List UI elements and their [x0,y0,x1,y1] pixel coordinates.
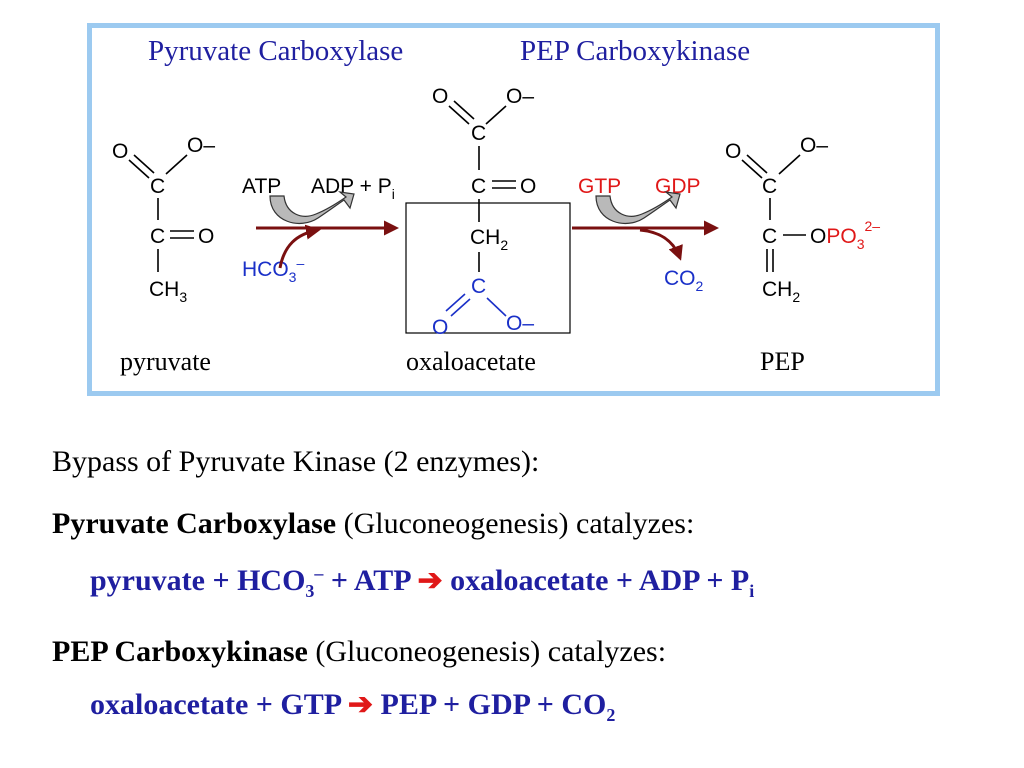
svg-text:C: C [762,175,777,198]
oxaloacetate-structure: O O– C C O CH2 C O O– [405,85,571,339]
scheme-frame [87,23,940,396]
caption-oxaloacetate: oxaloacetate [406,347,536,376]
caption-pyruvate: pyruvate [120,347,211,376]
hco3-label: HCO3– [242,255,304,285]
gtp-label: GTP [578,175,621,198]
svg-text:O: O [520,175,536,198]
pepck-rest: (Gluconeogenesis) catalyzes: [307,635,667,668]
co2-out-arrow [639,228,683,261]
svg-text:O: O [725,140,741,163]
heading: Bypass of Pyruvate Kinase (2 enzymes): [52,445,540,478]
svg-text:C: C [471,122,486,145]
svg-text:C: C [471,175,486,198]
co2-label: CO2 [664,267,704,294]
caption-pep: PEP [760,347,805,376]
svg-text:O–: O– [800,134,828,157]
svg-text:C: C [150,225,165,248]
svg-text:OPO32–: OPO32– [810,218,880,252]
pc-name: Pyruvate Carboxylase [52,507,337,540]
svg-text:O–: O– [187,134,215,157]
reaction-scheme: Pyruvate Carboxylase PEP Carboxykinase O… [112,35,880,376]
reaction-arrow-icon: ➔ [417,564,443,597]
svg-text:O: O [198,225,214,248]
reaction1-reagents: ATP ADP + Pi HCO3– [242,175,395,285]
pc-rest: (Gluconeogenesis) catalyzes: [336,507,695,540]
hco3-in-arrow [278,224,321,269]
atp-label: ATP [242,175,281,198]
pep-structure: O O– C C OPO32– CH2 [725,134,880,305]
svg-text:O–: O– [506,85,534,108]
svg-text:O–: O– [506,312,534,335]
svg-text:C: C [150,175,165,198]
pepck-description: PEP Carboxykinase (Gluconeogenesis) cata… [52,635,666,669]
enzyme-pyruvate-carboxylase: Pyruvate Carboxylase [148,35,403,67]
pepck-name: PEP Carboxykinase [52,635,308,668]
svg-text:CH3: CH3 [149,278,187,305]
pc-description: Pyruvate Carboxylase (Gluconeogenesis) c… [52,507,694,541]
reaction1-equation: pyruvate + HCO3– + ATP ➔ oxaloacetate + … [90,563,755,601]
svg-text:CH2: CH2 [762,278,800,305]
svg-text:O: O [112,140,128,163]
reaction-arrow-icon: ➔ [347,688,374,721]
svg-text:O: O [432,85,448,108]
adp-pi-label: ADP + Pi [311,175,395,202]
enzyme-pep-carboxykinase: PEP Carboxykinase [520,35,750,67]
reaction2-reagents: GTP GDP CO2 [578,175,704,294]
pyruvate-structure: O O– C C O CH3 [112,134,215,305]
svg-text:C: C [762,225,777,248]
reaction2-equation: oxaloacetate + GTP ➔ PEP + GDP + CO2 [90,688,616,725]
svg-text:O: O [432,316,448,339]
svg-text:C: C [471,275,486,298]
svg-text:CH2: CH2 [470,226,508,253]
